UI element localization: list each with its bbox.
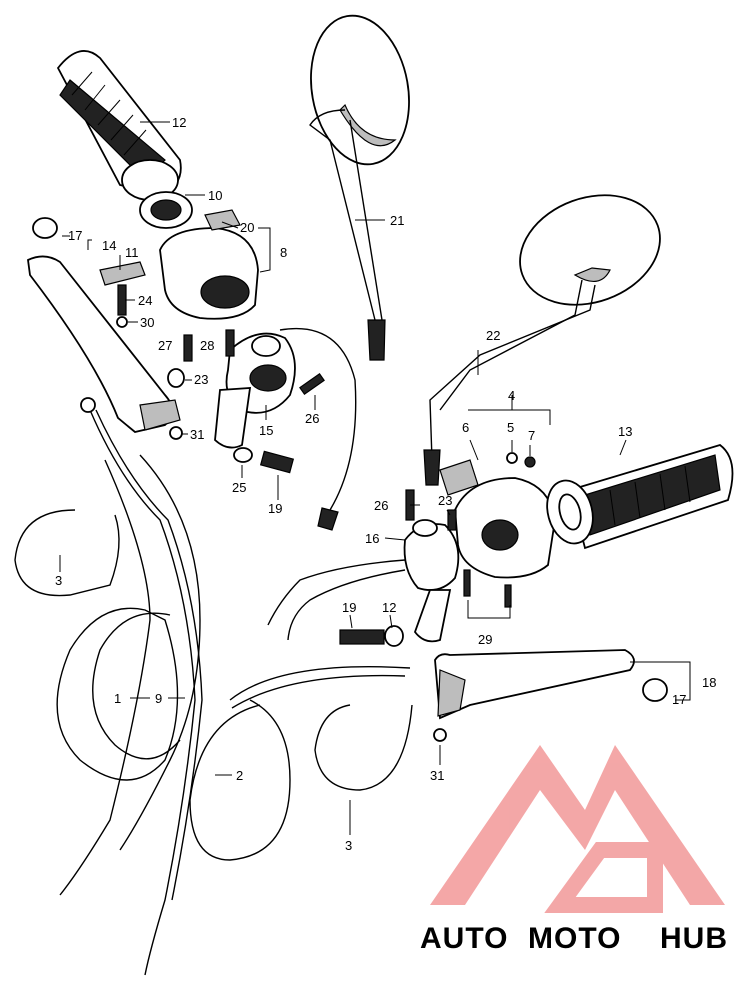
watermark-text: AUTO MOTO HUB: [420, 922, 728, 955]
callout-3: 3: [55, 573, 62, 588]
callout-19: 19: [342, 600, 356, 615]
callout-29: 29: [478, 632, 492, 647]
callout-5: 5: [507, 420, 514, 435]
watermark-moto: MOTO: [528, 922, 621, 955]
callout-25: 25: [232, 480, 246, 495]
callout-23: 23: [194, 372, 208, 387]
callout-6: 6: [462, 420, 469, 435]
callout-16: 16: [365, 531, 379, 546]
right-mirror: [423, 194, 661, 486]
callout-27: 27: [158, 338, 172, 353]
cables-and-wires: [14, 327, 413, 976]
callout-2: 2: [236, 768, 243, 783]
callout-15: 15: [259, 423, 273, 438]
callout-4: 4: [508, 388, 515, 403]
callout-31: 31: [190, 427, 204, 442]
left-small-parts: [32, 217, 325, 474]
left-grip: [56, 50, 182, 201]
callout-10: 10: [208, 188, 222, 203]
left-mirror: [309, 14, 410, 361]
grip-ring: [139, 191, 193, 229]
callout-13: 13: [618, 424, 632, 439]
clutch-lever: [27, 255, 181, 433]
callout-11: 11: [125, 245, 139, 260]
callout-23: 23: [438, 493, 452, 508]
callout-20: 20: [240, 220, 254, 235]
callout-26: 26: [374, 498, 388, 513]
callout-14: 14: [102, 238, 116, 253]
callout-12: 12: [382, 600, 396, 615]
callout-30: 30: [140, 315, 154, 330]
brake-lever: [433, 649, 668, 742]
watermark-auto: AUTO: [420, 922, 508, 955]
callout-9: 9: [155, 691, 162, 706]
right-grip: [546, 444, 734, 550]
callout-26: 26: [305, 411, 319, 426]
callout-17: 17: [68, 228, 82, 243]
callout-12: 12: [172, 115, 186, 130]
callout-22: 22: [486, 328, 500, 343]
callout-18: 18: [702, 675, 716, 690]
callout-21: 21: [390, 213, 404, 228]
callout-7: 7: [528, 428, 535, 443]
callout-19: 19: [268, 501, 282, 516]
callout-24: 24: [138, 293, 152, 308]
callout-8: 8: [280, 245, 287, 260]
leader-lines: [59, 121, 691, 835]
callout-31: 31: [430, 768, 444, 783]
left-lever-bracket: [214, 332, 296, 463]
watermark-logo-icon: [430, 745, 725, 913]
callout-17: 17: [672, 692, 686, 707]
callout-3: 3: [345, 838, 352, 853]
callout-1: 1: [114, 691, 121, 706]
callout-28: 28: [200, 338, 214, 353]
left-switch-housing: [159, 209, 259, 320]
callout-labels: 1 2 3 3 4 5 6 7 8 9 10 11 12 12 13 14 15…: [55, 115, 716, 853]
watermark-hub: HUB: [660, 922, 728, 955]
